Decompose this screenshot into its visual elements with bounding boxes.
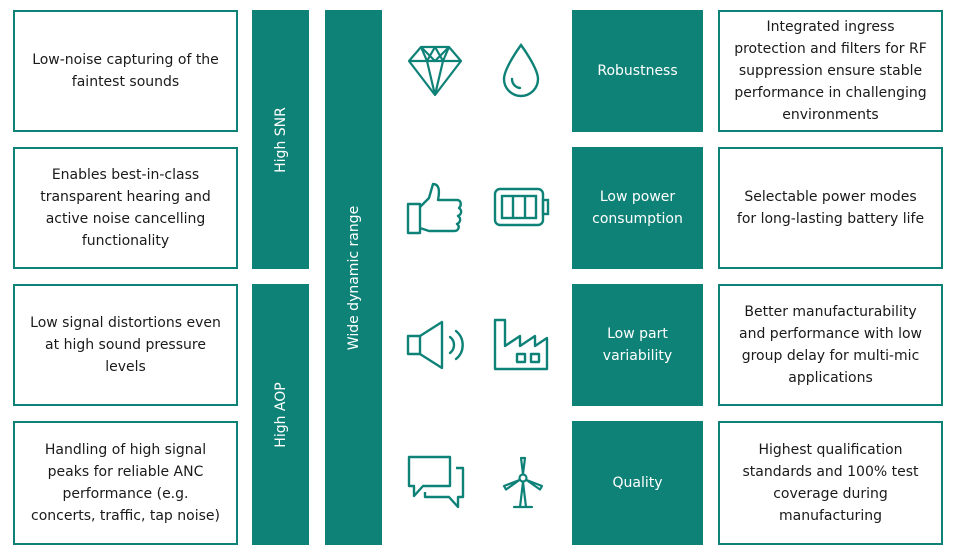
left-box-text: Enables best-in-class transparent hearin… [40, 167, 211, 249]
high-aop-label: High AOP [272, 381, 289, 448]
feature-label: Robustness [597, 63, 678, 79]
feature-quality: Quality [572, 421, 703, 545]
water-drop-icon [500, 42, 542, 100]
right-box-robustness: Integrated ingress protection and filter… [718, 10, 943, 132]
right-box-variability: Better manufacturability and performance… [718, 284, 943, 406]
left-box-text: Low signal distortions even at high soun… [30, 315, 221, 375]
feature-low-part-variability: Low part variability [572, 284, 703, 406]
right-box-text: Integrated ingress protection and filter… [734, 19, 927, 123]
left-box-snr-1: Low-noise capturing of the faintest soun… [13, 10, 238, 132]
feature-robustness: Robustness [572, 10, 703, 132]
feature-label: Low power consumption [592, 189, 683, 227]
right-box-text: Selectable power modes for long-lasting … [736, 189, 925, 227]
high-aop-bar: High AOP [252, 284, 309, 545]
right-box-text: Better manufacturability and performance… [739, 304, 922, 386]
speaker-icon [404, 318, 466, 372]
thumbs-up-icon [405, 180, 465, 236]
left-box-snr-2: Enables best-in-class transparent hearin… [13, 147, 238, 269]
diamond-icon [407, 44, 463, 98]
left-box-aop-2: Handling of high signal peaks for reliab… [13, 421, 238, 545]
factory-icon [492, 316, 550, 372]
right-box-text: Highest qualification standards and 100%… [742, 442, 919, 524]
feature-label: Low part variability [602, 326, 673, 364]
high-snr-bar: High SNR [252, 10, 309, 269]
chat-bubbles-icon [406, 454, 466, 510]
left-box-text: Low-noise capturing of the faintest soun… [32, 52, 219, 90]
left-box-aop-1: Low signal distortions even at high soun… [13, 284, 238, 406]
wide-dynamic-range-bar: Wide dynamic range [325, 10, 382, 545]
right-box-low-power: Selectable power modes for long-lasting … [718, 147, 943, 269]
high-snr-label: High SNR [272, 106, 289, 173]
wide-dynamic-range-label: Wide dynamic range [345, 205, 362, 350]
battery-icon [492, 186, 552, 228]
feature-low-power: Low power consumption [572, 147, 703, 269]
left-box-text: Handling of high signal peaks for reliab… [31, 442, 220, 524]
wind-turbine-icon [496, 454, 550, 510]
right-box-quality: Highest qualification standards and 100%… [718, 421, 943, 545]
feature-label: Quality [612, 475, 663, 491]
